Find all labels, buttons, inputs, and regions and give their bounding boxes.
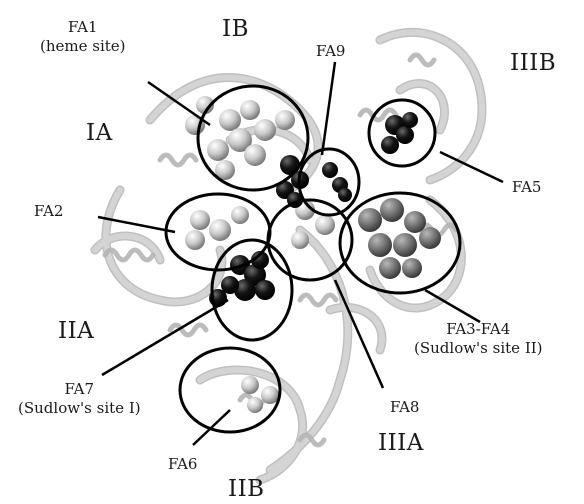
domain-label-iiib: IIIB bbox=[510, 52, 556, 75]
site-label-fa3-fa4: FA3-FA4 (Sudlow's site II) bbox=[414, 320, 543, 358]
site-label-fa6: FA6 bbox=[168, 455, 197, 474]
site-label-fa1: FA1 (heme site) bbox=[40, 18, 126, 56]
site-label-fa7: FA7 (Sudlow's site I) bbox=[18, 380, 141, 418]
site-label-fa5: FA5 bbox=[512, 178, 541, 197]
domain-label-iiia: IIIA bbox=[378, 432, 424, 455]
site-label-fa2: FA2 bbox=[34, 202, 63, 221]
domain-label-ib: IB bbox=[222, 18, 249, 41]
fa7-name: FA7 bbox=[18, 380, 141, 399]
domain-label-iia: IIA bbox=[58, 320, 94, 343]
fa7-note: (Sudlow's site I) bbox=[18, 399, 141, 418]
fa3-fa4-name: FA3-FA4 bbox=[414, 320, 543, 339]
site-label-fa9: FA9 bbox=[316, 42, 345, 61]
fa1-name: FA1 bbox=[40, 18, 126, 37]
fa1-note: (heme site) bbox=[40, 37, 126, 56]
site-label-fa8: FA8 bbox=[390, 398, 419, 417]
domain-label-ia: IA bbox=[86, 122, 113, 145]
fa3-fa4-note: (Sudlow's site II) bbox=[414, 339, 543, 358]
domain-label-iib: IIB bbox=[228, 478, 265, 501]
